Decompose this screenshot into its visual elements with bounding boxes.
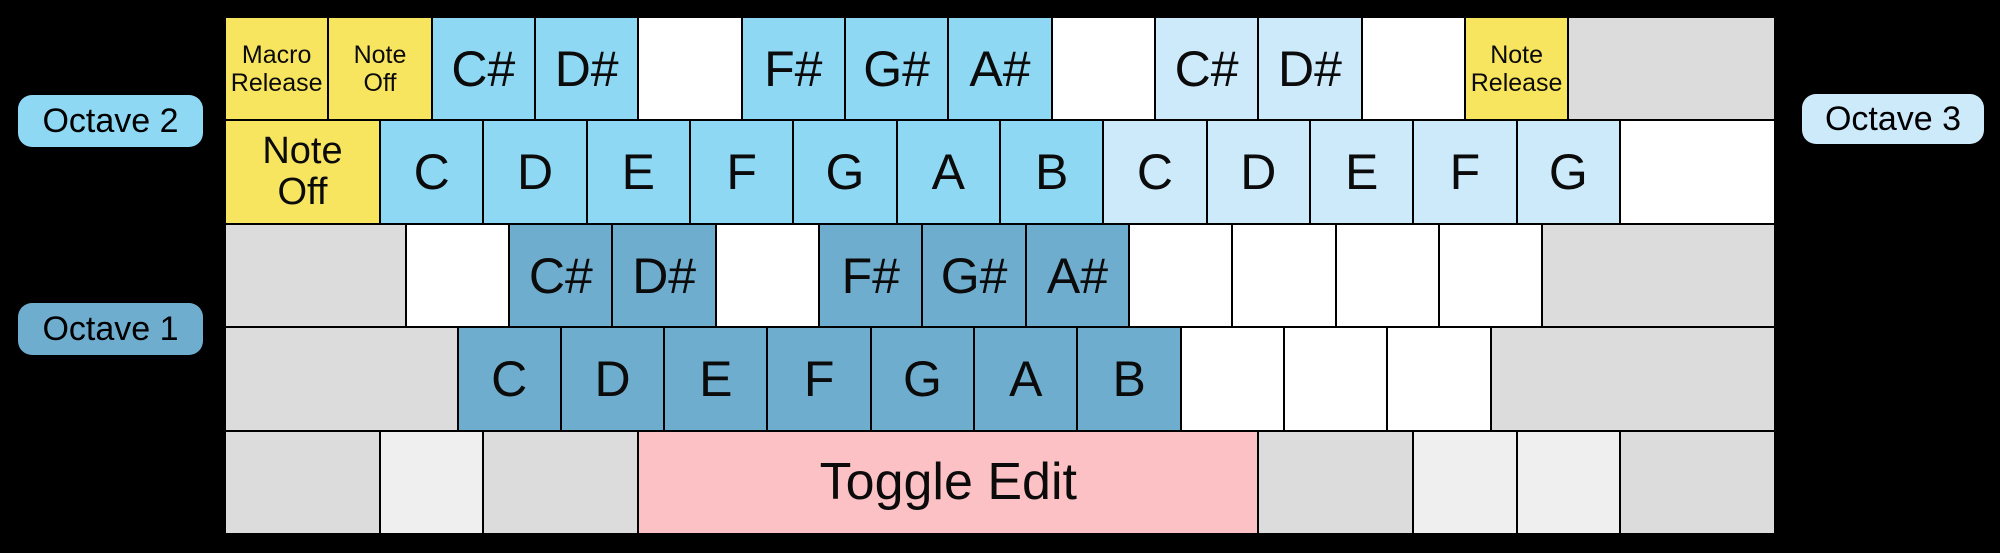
key-c-sharp-octave1: C#: [509, 223, 613, 328]
key-g-octave2: G: [793, 120, 897, 224]
key-toggle-edit: Toggle Edit: [638, 430, 1259, 535]
key-d-sharp-octave1: D#: [612, 223, 716, 328]
keyboard-row-bottom-row: Toggle Edit: [225, 430, 1775, 535]
key-g-octave1: G: [870, 327, 975, 431]
key-blank: [1232, 223, 1336, 328]
key-c-octave3: C: [1103, 120, 1207, 224]
key-right-shift: [1490, 327, 1775, 431]
key-right-win: [1413, 430, 1517, 535]
key-e-octave3: E: [1309, 120, 1414, 224]
key-d-sharp-octave2: D#: [534, 17, 639, 121]
key-caps-lock: [225, 223, 406, 328]
key-right-ctrl: [1619, 430, 1775, 535]
key-g-sharp-octave2: G#: [844, 17, 949, 121]
key-d-octave3: D: [1206, 120, 1310, 224]
key-f-octave3: F: [1413, 120, 1517, 224]
key-f-sharp-octave1: F#: [819, 223, 923, 328]
key-c-octave2: C: [380, 120, 484, 224]
key-e-octave2: E: [586, 120, 690, 224]
key-d-octave2: D: [483, 120, 587, 224]
key-c-sharp-octave3: C#: [1154, 17, 1259, 121]
key-right-alt: [1258, 430, 1414, 535]
key-blank: [1051, 17, 1155, 121]
key-b-octave1: B: [1077, 327, 1181, 431]
key-a-octave1: A: [974, 327, 1078, 431]
key-blank: [1129, 223, 1233, 328]
key-f-sharp-octave2: F#: [741, 17, 845, 121]
key-a-sharp-octave1: A#: [1025, 223, 1130, 328]
key-blank: [1180, 327, 1285, 431]
octave-1-label: Octave 1: [18, 303, 203, 355]
key-left-win: [380, 430, 484, 535]
key-note-off: Note Off: [328, 17, 432, 121]
key-d-octave1: D: [560, 327, 665, 431]
key-macro-release: Macro Release: [225, 17, 329, 121]
key-blank: [1361, 17, 1465, 121]
key-left-alt: [483, 430, 639, 535]
key-note-off-tab: Note Off: [225, 120, 380, 224]
key-blank: [1619, 120, 1775, 224]
key-left-shift: [225, 327, 458, 431]
key-blank: [638, 17, 742, 121]
key-blank: [715, 223, 820, 328]
key-menu: [1516, 430, 1620, 535]
key-f-octave1: F: [767, 327, 871, 431]
key-d-sharp-octave3: D#: [1258, 17, 1362, 121]
key-g-octave3: G: [1516, 120, 1620, 224]
key-blank: [1335, 223, 1440, 328]
key-c-octave1: C: [457, 327, 561, 431]
octave-3-label: Octave 3: [1802, 94, 1984, 144]
key-f-octave2: F: [689, 120, 794, 224]
key-backspace: [1568, 17, 1775, 121]
key-enter: [1542, 223, 1775, 328]
key-a-sharp-octave2: A#: [948, 17, 1052, 121]
key-blank: [405, 223, 510, 328]
keyboard-row-home-row: C#D# F#G#A#: [225, 223, 1775, 328]
key-note-release: Note Release: [1464, 17, 1569, 121]
key-blank: [1439, 223, 1543, 328]
key-blank: [1284, 327, 1388, 431]
key-c-sharp-octave2: C#: [431, 17, 535, 121]
key-e-octave1: E: [664, 327, 768, 431]
octave-2-label: Octave 2: [18, 95, 203, 147]
key-left-ctrl: [225, 430, 380, 535]
key-blank: [1387, 327, 1491, 431]
key-b-octave2: B: [999, 120, 1104, 224]
key-a-octave2: A: [896, 120, 1000, 224]
key-g-sharp-octave1: G#: [922, 223, 1026, 328]
